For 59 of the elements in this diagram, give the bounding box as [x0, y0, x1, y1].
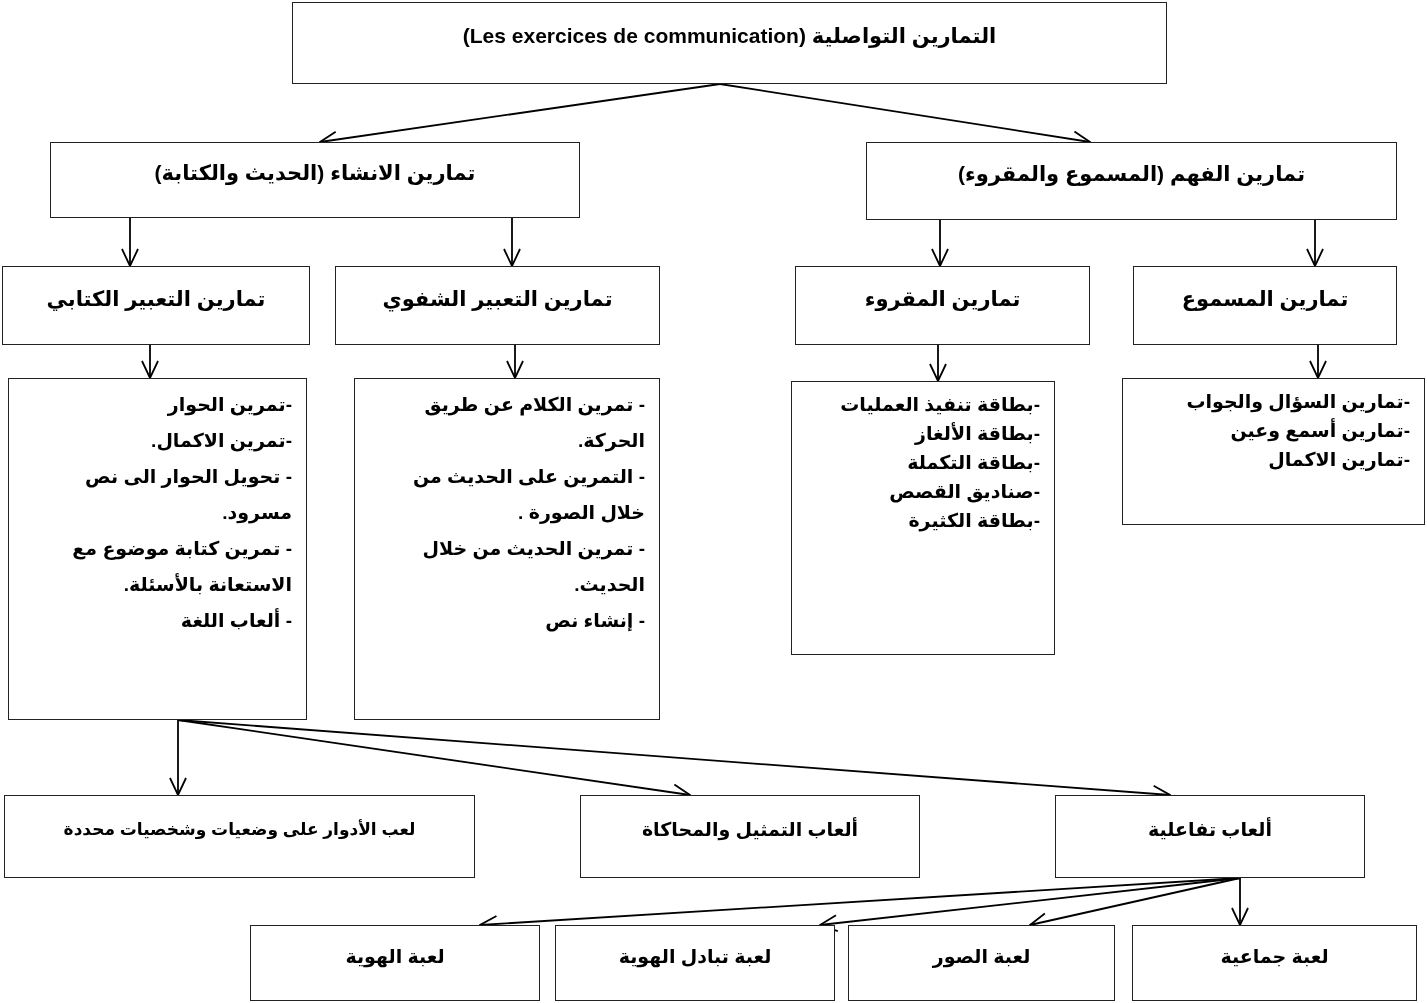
game-box [1132, 925, 1417, 1001]
arrow [503, 217, 521, 267]
box-label: لعب الأدوار على وضعيات وشخصيات محددة [63, 819, 416, 840]
list-box [1122, 378, 1425, 525]
arrow [121, 217, 139, 267]
arrow [506, 344, 524, 379]
list-box [8, 378, 307, 720]
box-label: تمارين الفهم (المسموع والمقروء) [958, 162, 1306, 186]
box-label: تمارين المقروء [864, 286, 1021, 311]
list-item: - التمرين على الحديث من خلال الصورة . [411, 465, 645, 526]
category-box [2, 266, 310, 345]
list-item: -تمارين الاكمال [1267, 448, 1410, 473]
game-box [1055, 795, 1365, 878]
game-box [848, 925, 1115, 1001]
box-label: تمارين الانشاء (الحديث والكتابة) [154, 161, 476, 185]
list-item: -تمارين السؤال والجواب [1185, 390, 1410, 415]
box-label: ألعاب تفاعلية [1148, 818, 1272, 841]
box-label: تمارين المسموع [1181, 286, 1349, 311]
list-item: - تمرين الكلام عن طريق الحركة. [423, 393, 645, 454]
box-label: لعبة تبادل الهوية [618, 944, 772, 968]
list-item: - إنشاء نص [544, 609, 645, 634]
game-box [4, 795, 475, 878]
box-label: لعبة الصور [932, 944, 1031, 968]
title-box [292, 2, 1167, 84]
arrow [1309, 344, 1327, 379]
list-item: -بطاقة الألغاز [913, 421, 1040, 447]
game-box [580, 795, 920, 878]
category-box [795, 266, 1090, 345]
box-label: ألعاب التمثيل والمحاكاة [641, 818, 859, 841]
list-item: -بطاقة تنفيذ العمليات [839, 393, 1040, 417]
list-item: -بطاقة التكملة [906, 451, 1040, 475]
game-box [250, 925, 540, 1001]
list-item: - ألعاب اللغة [179, 607, 292, 633]
list-box [791, 381, 1055, 655]
category-box [335, 266, 660, 345]
box-label: لعبة الهوية [345, 944, 445, 968]
category-box [50, 142, 580, 218]
list-item: -تمارين أسمع وعين [1229, 417, 1410, 444]
arrow [141, 344, 159, 379]
category-box [1133, 266, 1397, 345]
arrow [929, 344, 947, 382]
arrow [1306, 219, 1324, 267]
game-box [555, 925, 835, 1001]
category-box [866, 142, 1397, 220]
list-item: - تمرين كتابة موضوع مع الاستعانة بالأسئلة. [71, 537, 292, 597]
list-box [354, 378, 660, 720]
list-item: - تحويل الحوار الى نص مسرود. [84, 465, 292, 526]
arrow [931, 219, 949, 267]
list-item: -تمرين الحوار [166, 393, 292, 418]
box-label: تمارين التعبير الشفوي [382, 286, 613, 311]
list-item: -بطاقة الكثيرة [907, 509, 1040, 534]
list-item: -تمرين الاكمال. [150, 429, 292, 454]
box-label: تمارين التعبير الكتابي [46, 286, 266, 311]
box-label: لعبة جماعية [1220, 944, 1329, 968]
arrow [169, 719, 187, 796]
title-text: التمارين التواصلية (Les exercices de communication) [462, 24, 997, 48]
arrow [1231, 877, 1249, 926]
list-item: -صناديق القصص [888, 480, 1040, 505]
list-item: - تمرين الحديث من خلال الحديث. [421, 537, 645, 597]
